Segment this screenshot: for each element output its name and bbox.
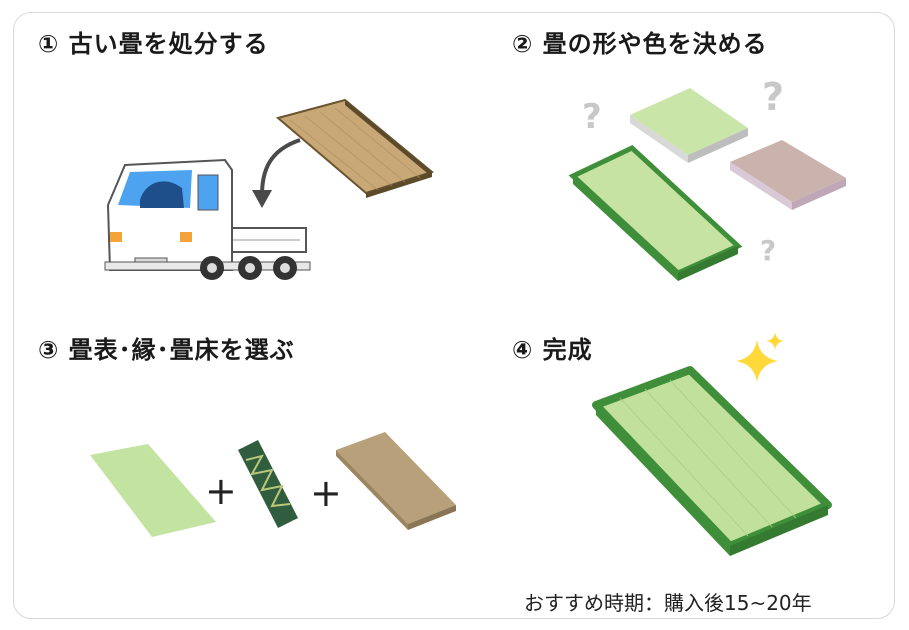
question-mark-icon-1: ? <box>582 97 602 137</box>
plus-icon-2: + <box>310 471 342 515</box>
sparkle-icon <box>736 332 784 382</box>
tatami-face-icon <box>90 444 216 537</box>
step-1-title: ① 古い畳を処分する <box>38 30 269 58</box>
recommended-period-text: おすすめ時期：購入後15~20年 <box>524 591 812 615</box>
old-tatami-icon <box>275 98 435 198</box>
finished-tatami-icon <box>592 366 832 556</box>
question-mark-icon-2: ? <box>762 75 784 119</box>
green-square-tatami-icon <box>630 88 748 163</box>
curved-arrow-icon <box>252 138 301 208</box>
truck-icon <box>104 158 311 280</box>
long-green-tatami-icon <box>568 145 743 281</box>
heri-border-icon <box>238 440 298 528</box>
tatami-bed-icon <box>336 432 456 530</box>
step-4-title: ④ 完成 <box>512 336 593 364</box>
step-2-title: ② 畳の形や色を決める <box>512 30 768 58</box>
beige-square-tatami-icon <box>730 140 846 210</box>
plus-icon-1: + <box>205 469 237 513</box>
step-3-title: ③ 畳表･縁･畳床を選ぶ <box>38 336 295 364</box>
question-mark-icon-3: ? <box>760 234 776 267</box>
